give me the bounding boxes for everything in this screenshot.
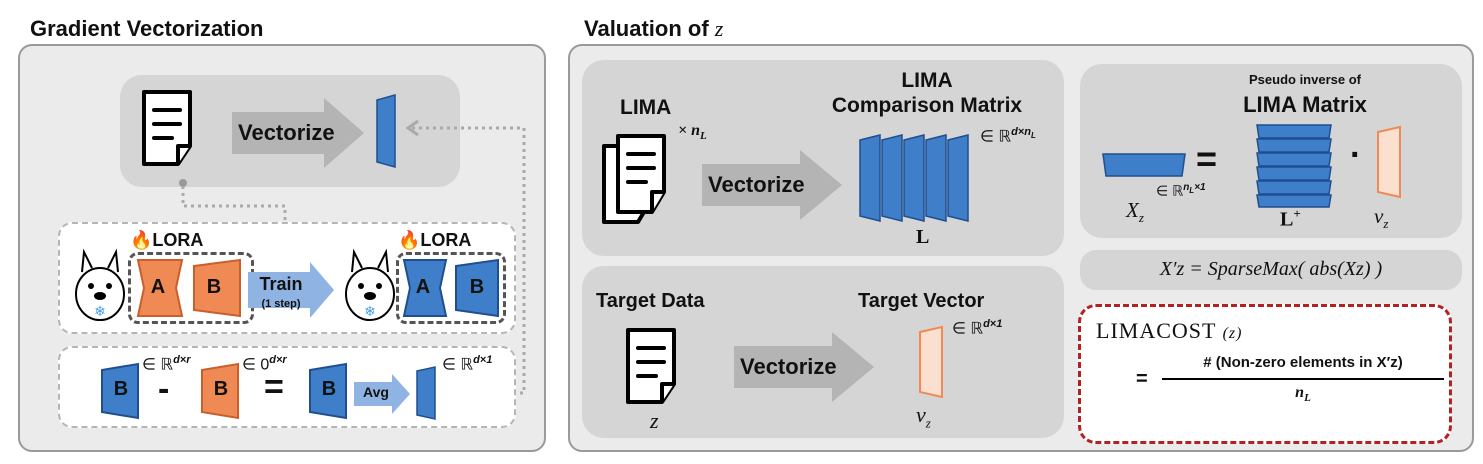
limacost-label: LIMACOST (z)	[1096, 318, 1243, 343]
matrix-b-result-icon	[309, 362, 347, 420]
vz-label: vz	[916, 402, 931, 431]
matrix-b-orange-icon	[201, 362, 239, 420]
vz-vector-icon	[1377, 125, 1401, 199]
vz-label-2: vz	[1374, 204, 1389, 232]
gradient-vector-icon	[376, 94, 396, 168]
lima-matrix-title: LIMA Matrix	[1243, 92, 1367, 117]
l-plus-label: L+	[1280, 206, 1301, 231]
set-nlx1-label: ∈ ℝnL×1	[1156, 182, 1206, 199]
minus-sign: -	[158, 370, 170, 408]
dot-operator: ·	[1350, 136, 1362, 174]
limacost-box	[1078, 304, 1452, 444]
target-vector-icon	[919, 325, 943, 399]
b-right-label: B	[321, 378, 337, 400]
equals-sign: =	[264, 368, 284, 406]
vectorize-arrow-icon-3	[734, 332, 874, 402]
comparison-matrix-icon	[859, 134, 969, 222]
svg-text:❄: ❄	[94, 303, 106, 319]
xz-vector-icon	[1102, 153, 1186, 177]
times-nl-label: × nL	[678, 122, 707, 143]
lora-ab-orange	[136, 258, 241, 318]
vectorize-arrow-icon-2	[702, 150, 842, 220]
z-label: z	[650, 408, 659, 433]
equals-sign-2: =	[1196, 138, 1218, 179]
sparsemax-formula: X′z = SparseMax( abs(Xz) )	[1159, 258, 1383, 280]
lora-label-2: 🔥LORA	[398, 230, 472, 250]
svg-text:❄: ❄	[364, 303, 376, 319]
fire-icon: 🔥	[398, 230, 421, 250]
vectorize-label: Vectorize	[238, 120, 335, 145]
lora-trained-box	[396, 252, 506, 324]
train-steps-label: (1 step)	[261, 298, 301, 310]
target-document-icon	[626, 328, 676, 404]
set-zero-dxr-label: ∈ 0d×r	[242, 354, 287, 374]
matrix-b-blue-icon	[101, 362, 139, 420]
sparsemax-bar	[1080, 250, 1462, 290]
train-arrow-icon	[248, 262, 334, 318]
target-vector-label: Target Vector	[858, 290, 985, 312]
set-dx1-label-2: ∈ ℝd×1	[952, 318, 1003, 338]
lora-ab-blue	[402, 258, 499, 318]
set-dxnl-label: ∈ ℝd×nL	[980, 126, 1036, 146]
train-label: Train	[259, 274, 303, 294]
xz-label: Xz	[1126, 198, 1144, 226]
pseudo-inverse-title: Pseudo inverse of	[1249, 72, 1361, 87]
vectorize-arrow-icon	[232, 98, 364, 168]
target-data-label: Target Data	[596, 290, 705, 312]
documents-stack-icon	[602, 134, 666, 224]
matrix-b-trained-label: B	[469, 276, 485, 298]
l-plus-matrix-icon	[1256, 124, 1332, 208]
llama-icon: ❄	[75, 248, 125, 321]
b-mid-label: B	[213, 378, 229, 400]
vectorize-label-3: Vectorize	[740, 354, 837, 379]
matrix-l-label: L	[916, 226, 930, 248]
limacost-numerator: # (Non-zero elements in X′z)	[1203, 354, 1403, 371]
matrix-a-label: A	[150, 276, 166, 298]
averaged-vector-icon	[416, 366, 436, 420]
limacost-denominator: nL	[1295, 384, 1311, 405]
vectorize-label-2: Vectorize	[708, 172, 805, 197]
lima-label: LIMA	[620, 96, 672, 119]
matrix-b-label: B	[206, 276, 222, 298]
avg-arrow-icon	[354, 374, 410, 414]
fire-icon: 🔥	[130, 230, 153, 250]
fraction-bar	[1162, 378, 1444, 380]
valuation-title: Valuation of z	[584, 16, 724, 41]
limacost-equals: =	[1136, 368, 1148, 390]
set-dx1-label: ∈ ℝd×1	[442, 354, 493, 374]
gradient-vectorization-title: Gradient Vectorization	[30, 16, 264, 41]
llama-icon-trained: ❄	[345, 248, 395, 321]
b-left-label: B	[113, 378, 129, 400]
matrix-a-trained-label: A	[415, 276, 431, 298]
set-dxr-label: ∈ ℝd×r	[142, 354, 191, 374]
avg-label: Avg	[363, 384, 389, 400]
lora-label-1: 🔥LORA	[130, 230, 204, 250]
document-icon	[142, 90, 192, 166]
